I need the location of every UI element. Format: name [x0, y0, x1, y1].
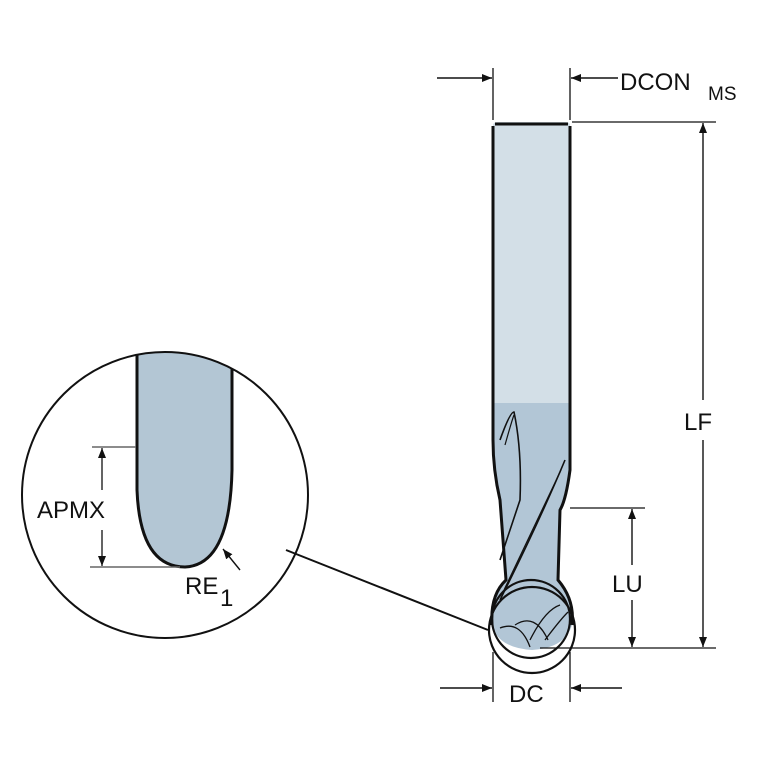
re-subscript: 1 [220, 585, 233, 612]
dc-label: DC [509, 681, 544, 708]
detail-view: APMX RE 1 [21, 351, 309, 639]
cutting-edges [499, 604, 569, 648]
apmx-label: APMX [37, 497, 105, 524]
lu-label: LU [612, 571, 643, 598]
dcon-dimension: DCON MS [437, 68, 737, 120]
detail-leader-line [285, 549, 489, 631]
lu-dimension: LU [570, 507, 645, 647]
detail-circle [21, 351, 309, 639]
fluted-body [491, 403, 573, 650]
dc-dimension: DC [440, 652, 622, 708]
detail-marker-circle [487, 585, 577, 675]
dcon-label: DCON [620, 69, 691, 96]
lf-label: LF [684, 409, 712, 436]
re-label: RE [185, 573, 218, 600]
detail-tip-shape [137, 352, 232, 567]
end-mill-tool [487, 122, 577, 675]
lf-dimension: LF [540, 121, 716, 649]
flute-edge [499, 411, 522, 561]
ball-nose [490, 578, 572, 660]
dcon-subscript: MS [708, 84, 737, 105]
shank [493, 122, 570, 403]
